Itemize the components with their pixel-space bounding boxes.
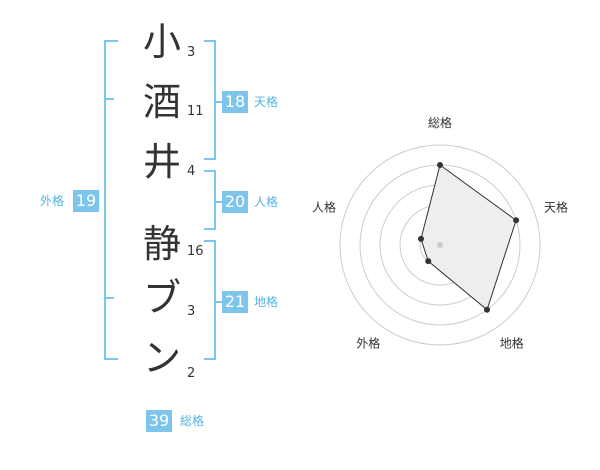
jinkaku-badge: 20 xyxy=(222,191,248,213)
stroke-count-4: 16 xyxy=(187,244,204,259)
radar-point-1 xyxy=(437,162,443,168)
stroke-count-5: 3 xyxy=(187,304,196,319)
gaikaku-label: 外格 xyxy=(40,194,65,208)
radar-center-point xyxy=(437,242,443,248)
name-char-2: 酒 xyxy=(142,80,181,124)
name-char-1: 小 xyxy=(142,20,181,64)
stroke-count-1: 3 xyxy=(187,45,196,60)
radar-series-area xyxy=(420,164,517,311)
gaikaku-bracket xyxy=(104,40,118,360)
name-char-3: 井 xyxy=(142,140,181,184)
tenkaku-label: 天格 xyxy=(254,95,279,109)
chikaku-label: 地格 xyxy=(254,295,279,309)
radar-point-2 xyxy=(513,217,520,224)
bracket-tick xyxy=(104,297,114,299)
jinkaku-bracket xyxy=(204,170,216,230)
radar-axis-label-1: 総格 xyxy=(428,115,452,130)
jinkaku-label: 人格 xyxy=(254,195,279,209)
jinkaku-connector xyxy=(214,201,222,203)
stroke-count-2: 11 xyxy=(187,104,204,119)
chikaku-connector xyxy=(214,301,222,303)
tenkaku-badge: 18 xyxy=(222,91,248,113)
radar-axis-label-2: 天格 xyxy=(544,199,568,214)
chikaku-badge: 21 xyxy=(222,291,248,313)
name-char-4: 静 xyxy=(142,222,181,266)
radar-axis-label-5: 人格 xyxy=(312,199,336,214)
soukaku-badge: 39 xyxy=(146,410,172,432)
radar-axis-label-4: 外格 xyxy=(356,336,380,351)
chikaku-bracket xyxy=(204,240,216,360)
radar-point-3 xyxy=(484,306,491,313)
radar-point-5 xyxy=(417,235,424,242)
gaikaku-badge: 19 xyxy=(73,190,99,212)
radar-axis-label-3: 地格 xyxy=(500,336,524,351)
name-char-5: ブ xyxy=(142,276,181,320)
soukaku-label: 総格 xyxy=(180,414,205,428)
bracket-tick xyxy=(104,98,114,100)
radar-point-4 xyxy=(425,258,432,265)
name-char-6: ン xyxy=(142,336,181,380)
tenkaku-bracket xyxy=(204,40,216,160)
stroke-count-3: 4 xyxy=(187,164,196,179)
stroke-count-6: 2 xyxy=(187,366,196,381)
radar-ring xyxy=(339,144,541,346)
tenkaku-connector xyxy=(214,101,222,103)
